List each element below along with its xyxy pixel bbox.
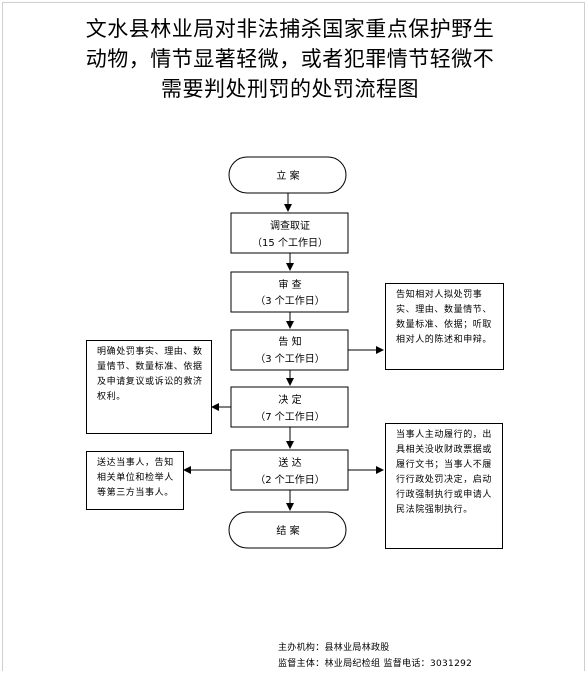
footer-supervision-text: 监督主体：林业局纪检组 监督电话：3031292 — [278, 659, 473, 669]
note-decide-text: 明确处罚事实、理由、数量情节、数量标准、依据及申请复议或诉讼的救济权利。 — [97, 347, 203, 402]
decide-duration: （7 个工作日） — [255, 411, 325, 423]
deliver-node — [230, 449, 349, 491]
end-node — [228, 511, 347, 549]
note-deliver-right: 当事人主动履行的，出具相关没收财政票据或履行文书；当事人不履行行政处罚决定，启动… — [385, 423, 503, 549]
notify-duration: （3 个工作日） — [255, 353, 325, 365]
note-deliver-left: 送达当事人，告知相关单位和检举人等第三方当事人。 — [86, 451, 184, 510]
footer-organizer: 主办机构：县林业局林政股 — [278, 640, 390, 653]
note-deliver-left-text: 送达当事人，告知相关单位和检举人等第三方当事人。 — [97, 458, 174, 498]
note-deliver-right-text: 当事人主动履行的，出具相关没收财政票据或履行文书；当事人不履行行政处罚决定，启动… — [396, 430, 493, 515]
notify-label: 告 知 — [278, 335, 301, 348]
deliver-label: 送 达 — [278, 456, 301, 469]
title-line-2: 动物，情节显著轻微，或者犯罪情节轻微不 — [85, 47, 495, 71]
note-decide: 明确处罚事实、理由、数量情节、数量标准、依据及申请复议或诉讼的救济权利。 — [86, 340, 212, 434]
end-label: 结 案 — [276, 524, 299, 537]
footer-supervision: 监督主体：林业局纪检组 监督电话：3031292 — [278, 656, 472, 669]
flowchart-title: 文水县林业局对非法捕杀国家重点保护野生 动物，情节显著轻微，或者犯罪情节轻微不 … — [40, 14, 540, 104]
title-line-1: 文水县林业局对非法捕杀国家重点保护野生 — [85, 17, 495, 41]
title-line-3: 需要判处刑罚的处罚流程图 — [161, 77, 419, 101]
investigate-node — [230, 212, 349, 254]
note-notify-text: 告知相对人拟处罚事实、理由、数量情节、数量标准、依据；听取相对人的陈述和申辩。 — [396, 290, 493, 345]
review-duration: （3 个工作日） — [255, 295, 325, 307]
footer-organizer-text: 主办机构：县林业局林政股 — [278, 643, 390, 653]
decide-label: 决 定 — [278, 393, 301, 406]
deliver-duration: （2 个工作日） — [255, 474, 325, 486]
investigate-duration: （15 个工作日） — [252, 237, 328, 249]
review-label: 审 查 — [278, 278, 301, 291]
review-node — [230, 271, 349, 313]
start-label: 立 案 — [276, 169, 299, 182]
note-notify: 告知相对人拟处罚事实、理由、数量情节、数量标准、依据；听取相对人的陈述和申辩。 — [385, 283, 504, 370]
investigate-label: 调查取证 — [270, 219, 310, 232]
